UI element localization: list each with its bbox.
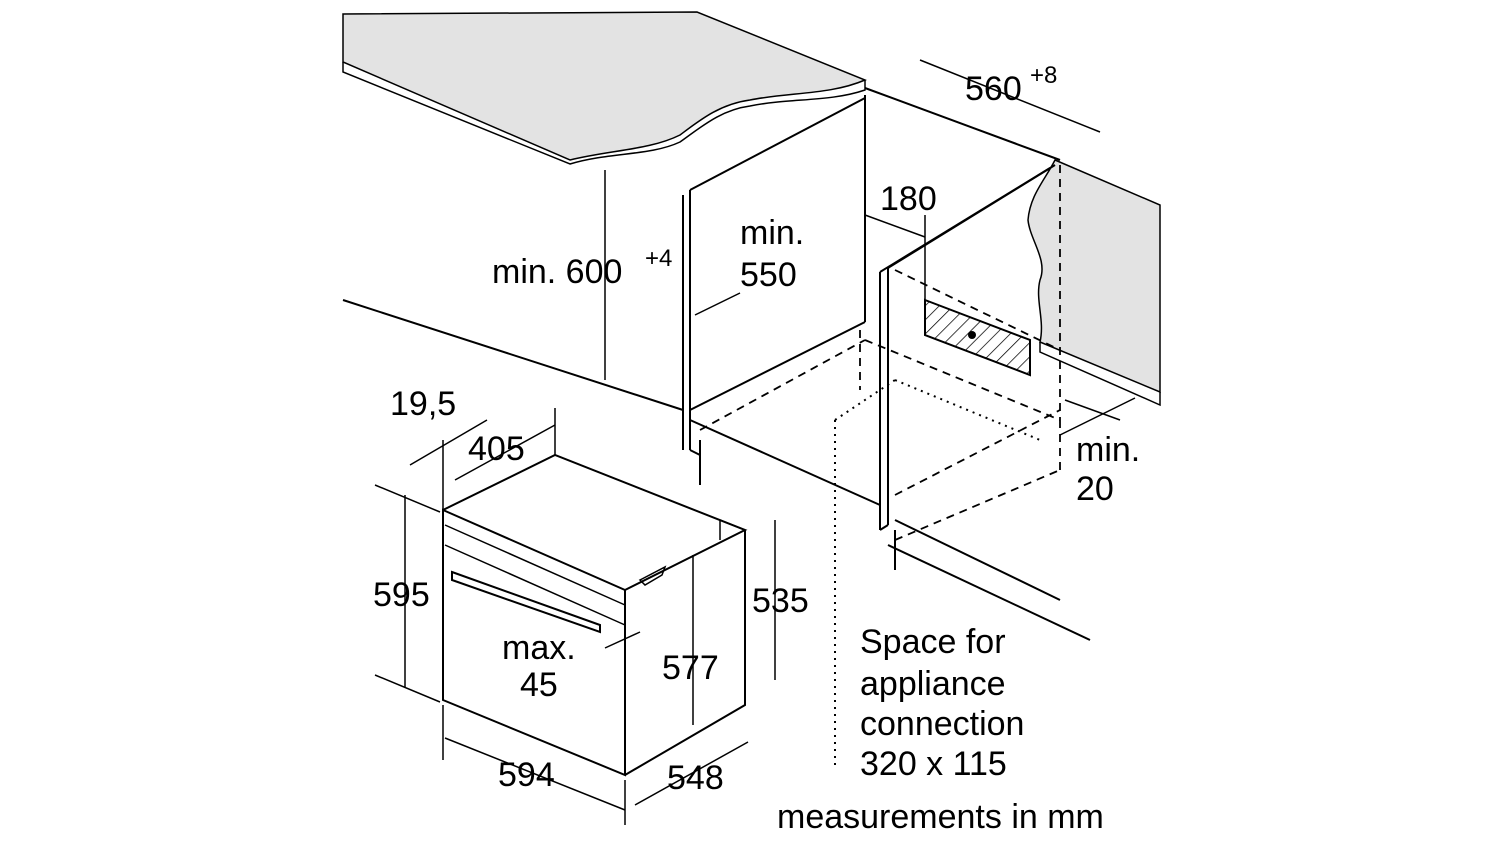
worktop-right [1027,159,1161,407]
gap-min-label: min. [1076,431,1141,469]
front-offset-label: 19,5 [390,385,457,423]
worktop-left [342,11,867,165]
space-note-line3: connection [860,705,1025,743]
dimension-lines [374,59,1136,825]
oven-depth-label: 548 [667,759,724,797]
top-depth-label: 405 [468,430,525,468]
oven [442,453,748,777]
min-depth-label: min. [740,214,805,252]
oven-height-label: 595 [373,576,430,614]
min-height-label: min. 600 [492,253,623,291]
cabinet-niche [342,87,1091,765]
handle-value-label: 45 [520,666,558,704]
space-note-line4: 320 x 115 [860,745,1007,783]
side-height-label: 535 [752,582,809,620]
min-depth-value: 550 [740,256,797,294]
inner-height-label: 577 [662,649,719,687]
ventilation-opening [924,298,1031,377]
gap-value-label: 20 [1076,470,1114,508]
niche-width-tolerance: +8 [1030,62,1058,89]
space-note-line1: Space for [860,623,1006,661]
handle-max-label: max. [502,629,576,667]
min-height-tolerance: +4 [645,245,673,272]
oven-width-label: 594 [498,756,555,794]
vent-depth-label: 180 [880,180,937,218]
niche-width-label: 560 [965,70,1022,108]
units-note: measurements in mm [777,798,1104,836]
space-note-line2: appliance [860,665,1006,703]
